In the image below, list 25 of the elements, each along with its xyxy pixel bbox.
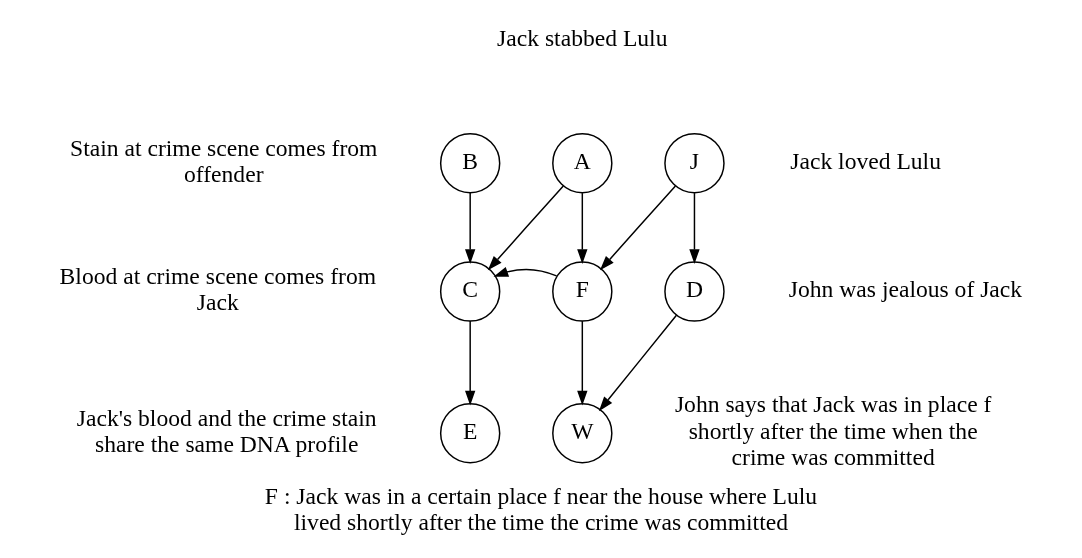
arrow <box>689 192 700 264</box>
node-circle: J <box>664 132 725 194</box>
node-circle: D <box>664 261 725 322</box>
caption: F : Jack was in a certain place f near the house where Lulu lived shortly after the time the crime was committed <box>264 482 818 536</box>
node-label: Jack's blood and the crime stain share the same DNA profile <box>76 404 377 458</box>
arrow <box>577 320 588 406</box>
arrow <box>598 314 678 412</box>
node-circle: A <box>552 132 613 194</box>
arrow <box>465 192 476 264</box>
node-label: Jack stabbed Lulu <box>497 25 668 52</box>
arrow <box>493 266 558 277</box>
node-label: Stain at crime scene comes from offender <box>70 134 378 188</box>
node-circle: B <box>439 132 501 194</box>
node-circle: W <box>552 402 613 464</box>
node-label: John says that Jack was in place f shortly after the time when the crime was committed <box>674 391 992 471</box>
node-label: Jack loved Lulu <box>790 147 941 174</box>
node-circle: C <box>439 261 501 322</box>
node-circle: E <box>439 402 501 464</box>
node-label: Blood at crime scene comes from Jack <box>59 262 377 316</box>
node-circle: F <box>552 261 613 322</box>
arrow <box>577 192 588 264</box>
arrow <box>465 320 476 406</box>
arrow <box>487 185 565 271</box>
arrow <box>599 185 677 271</box>
node-label: John was jealous of Jack <box>788 276 1023 303</box>
